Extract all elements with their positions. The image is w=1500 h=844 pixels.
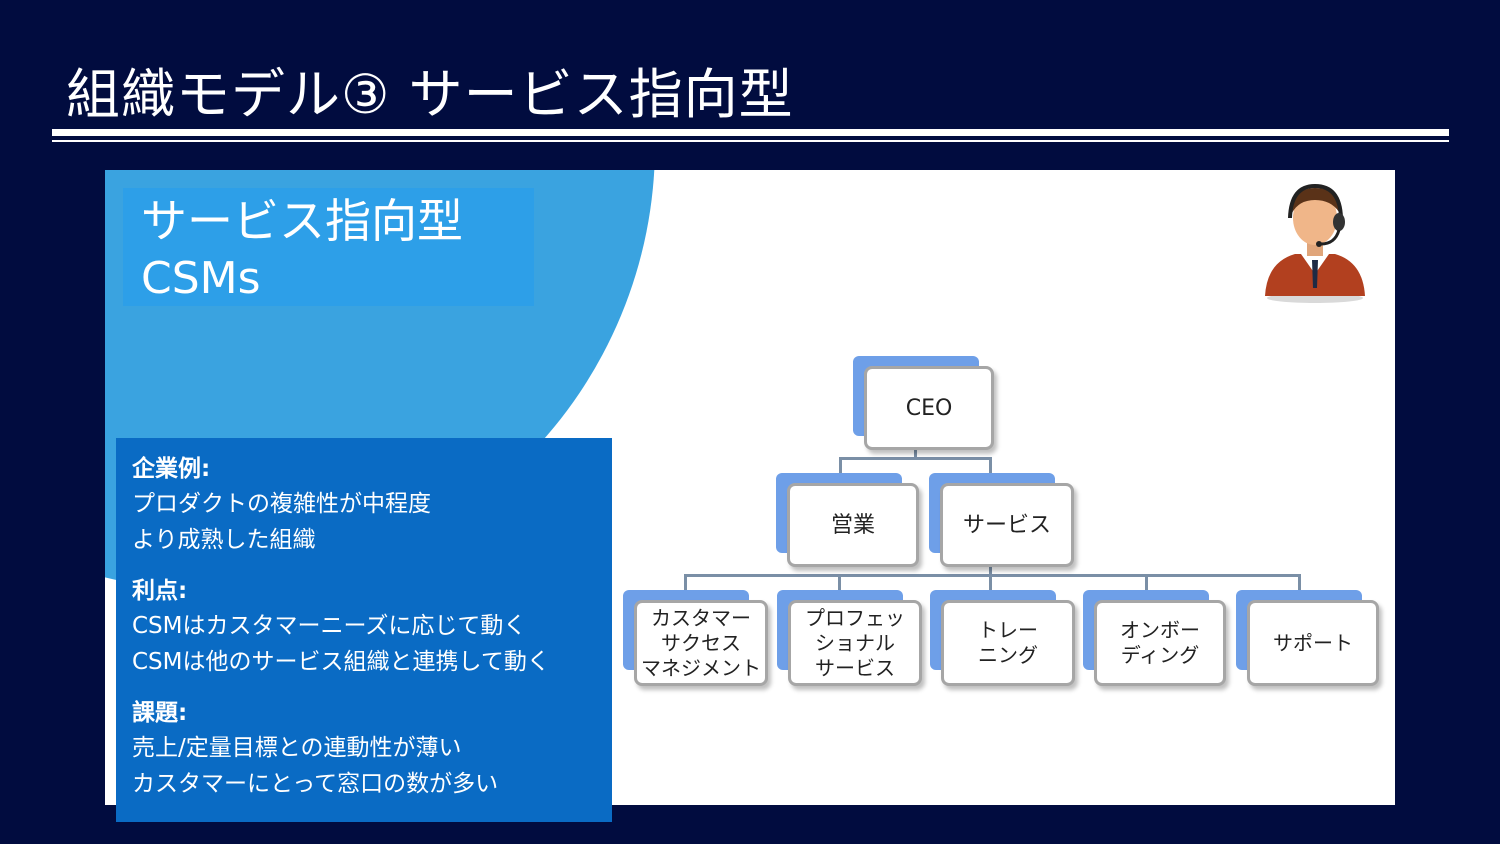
org-node-support: サポート <box>1247 600 1379 686</box>
connector <box>684 574 1301 577</box>
panel-title: サービス指向型 <box>141 194 463 248</box>
node-label: サービス <box>962 512 1051 538</box>
node-label: オンボー ディング <box>1120 618 1200 667</box>
title-underline-thick <box>52 129 1449 136</box>
issues-section: 課題: 売上/定量目標との連動性が薄い カスタマーにとって窓口の数が多い <box>132 696 612 802</box>
panel-subtitle: CSMs <box>141 253 261 304</box>
examples-line: より成熟した組織 <box>132 527 316 553</box>
title-underline-thin <box>52 140 1449 142</box>
org-node-training: トレー ニング <box>941 600 1075 686</box>
panel-title-box <box>123 188 534 306</box>
connector <box>914 450 917 459</box>
org-node-customer-success: カスタマー サクセス マネジメント <box>634 600 768 686</box>
org-node-onboarding: オンボー ディング <box>1094 600 1226 686</box>
node-label: サポート <box>1273 630 1353 655</box>
issues-line: カスタマーにとって窓口の数が多い <box>132 771 499 797</box>
connector <box>838 574 841 590</box>
examples-section: 企業例: プロダクトの複雑性が中程度 より成熟した組織 <box>132 452 612 558</box>
node-label: カスタマー サクセス マネジメント <box>641 605 761 680</box>
pros-line: CSMは他のサービス組織と連携して動く <box>132 649 550 675</box>
org-node-service: サービス <box>940 483 1074 567</box>
connector <box>989 566 992 576</box>
pros-section: 利点: CSMはカスタマーニーズに応じて動く CSMは他のサービス組織と連携して… <box>132 574 612 680</box>
org-node-ceo: CEO <box>864 366 994 450</box>
connector <box>1145 574 1148 590</box>
connector <box>989 457 992 473</box>
node-label: CEO <box>905 395 953 421</box>
org-node-professional-services: プロフェッ ショナル サービス <box>788 600 922 686</box>
info-box: 企業例: プロダクトの複雑性が中程度 より成熟した組織 利点: CSMはカスタマ… <box>116 438 612 822</box>
support-agent-headset-icon <box>1255 178 1375 303</box>
examples-heading: 企業例: <box>132 456 211 482</box>
examples-line: プロダクトの複雑性が中程度 <box>132 491 431 517</box>
connector <box>684 574 687 590</box>
issues-line: 売上/定量目標との連動性が薄い <box>132 735 462 761</box>
connector <box>989 574 992 590</box>
connector <box>839 457 842 473</box>
connector <box>1298 574 1301 590</box>
node-label: プロフェッ ショナル サービス <box>805 605 905 680</box>
org-node-sales: 営業 <box>787 483 919 567</box>
pros-heading: 利点: <box>132 578 188 604</box>
pros-line: CSMはカスタマーニーズに応じて動く <box>132 613 527 639</box>
connector <box>839 457 991 460</box>
issues-heading: 課題: <box>132 700 188 726</box>
slide-title: 組織モデル③ サービス指向型 <box>66 63 794 126</box>
node-label: トレー ニング <box>978 618 1038 667</box>
node-label: 営業 <box>830 512 875 538</box>
